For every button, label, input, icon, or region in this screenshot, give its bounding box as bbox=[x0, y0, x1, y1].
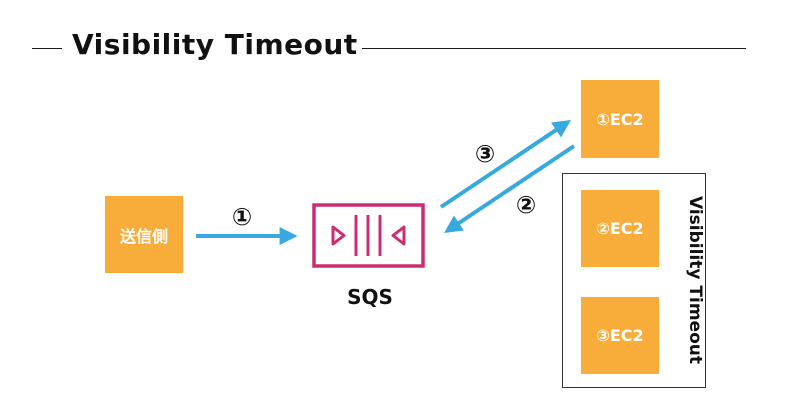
sender-box: 送信側 bbox=[105, 196, 183, 273]
visibility-timeout-frame bbox=[562, 173, 706, 388]
consumer-label-3: ③EC2 bbox=[596, 326, 644, 345]
step-marker-receive: ② bbox=[515, 191, 537, 219]
diagram-title: Visibility Timeout bbox=[72, 28, 358, 61]
consumer-box-1: ①EC2 bbox=[581, 80, 659, 158]
sqs-queue-icon bbox=[312, 203, 425, 268]
consumer-label-2: ②EC2 bbox=[596, 219, 644, 238]
step-marker-poll: ③ bbox=[474, 140, 496, 168]
title-rule-left bbox=[32, 48, 62, 49]
consumer-box-3: ③EC2 bbox=[581, 297, 659, 374]
consumer-label-1: ①EC2 bbox=[596, 109, 644, 129]
sqs-label: SQS bbox=[347, 285, 393, 309]
arrow-poll bbox=[439, 119, 571, 209]
title-rule-right bbox=[362, 48, 746, 49]
consumer-box-2: ②EC2 bbox=[581, 190, 659, 267]
visibility-timeout-label: Visibility Timeout bbox=[685, 196, 705, 364]
arrow-receive bbox=[444, 144, 576, 234]
sender-label: 送信側 bbox=[119, 226, 168, 246]
step-marker-send: ① bbox=[231, 203, 253, 231]
